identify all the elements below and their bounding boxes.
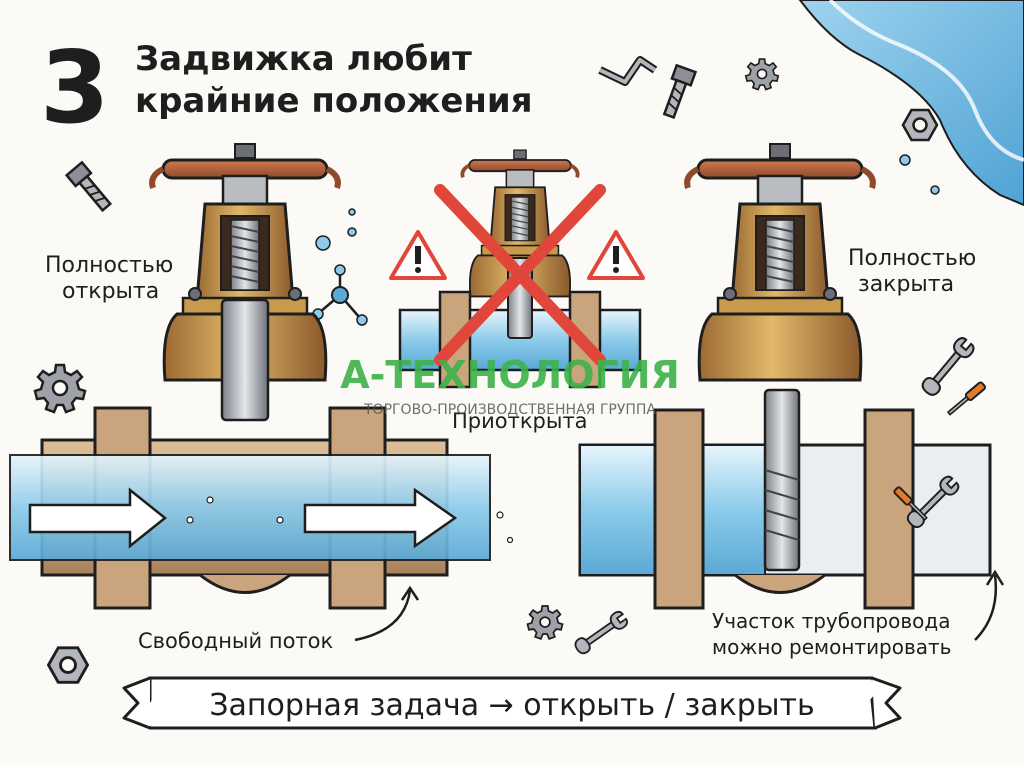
- gate-wedge-lowered: [763, 388, 801, 572]
- flow-arrow-icon: [28, 487, 168, 549]
- valve-partially-open: Приоткрыта: [389, 148, 645, 433]
- label-closed-line-1: Полностью: [848, 246, 976, 271]
- gate-wedge: [220, 298, 270, 422]
- title-line-1: Задвижка любит: [135, 39, 472, 79]
- header: 3 Задвижка любит крайние положения: [40, 29, 533, 146]
- nut-icon: [47, 646, 89, 684]
- valve-fully-open: Полностью открыта Свободный поток: [9, 144, 514, 653]
- warning-icon: [587, 230, 645, 280]
- arrow-icon: [354, 589, 412, 642]
- label-partially-open: Приоткрыта: [452, 409, 588, 433]
- caption-free-flow: Свободный поток: [138, 629, 333, 653]
- nut-icon: [901, 108, 939, 142]
- valve-fully-closed: Полностью закрыта Участок трубопровода м…: [578, 144, 1005, 659]
- bottom-banner: Запорная задача → открыть / закрыть: [122, 676, 902, 730]
- water-stream-decoration: [798, 0, 1024, 207]
- section-number: 3: [40, 29, 110, 146]
- arrow-icon: [974, 574, 997, 641]
- label-closed-line-2: закрыта: [858, 272, 954, 297]
- flow-arrow-icon: [303, 487, 458, 549]
- hook-icon-fill: [599, 58, 657, 84]
- molecule-icon: [312, 208, 368, 326]
- watermark-brand: А-ТЕХНОЛОГИЯ: [340, 353, 680, 397]
- cross-icon: [434, 184, 606, 366]
- banner-text: Запорная задача → открыть / закрыть: [209, 688, 814, 723]
- title-line-2: крайние положения: [135, 81, 533, 121]
- watermark: А-ТЕХНОЛОГИЯ ТОРГОВО-ПРОИЗВОДСТВЕННАЯ ГР…: [340, 353, 680, 418]
- warning-icon: [389, 230, 447, 280]
- label-open-line-1: Полностью: [45, 253, 173, 278]
- caption-repair-line-1: Участок трубопровода: [712, 609, 950, 633]
- caption-repair-line-2: можно ремонтировать: [712, 635, 951, 659]
- watermark-tagline: ТОРГОВО-ПРОИЗВОДСТВЕННАЯ ГРУППА: [363, 402, 656, 418]
- label-open-line-2: открыта: [62, 279, 159, 304]
